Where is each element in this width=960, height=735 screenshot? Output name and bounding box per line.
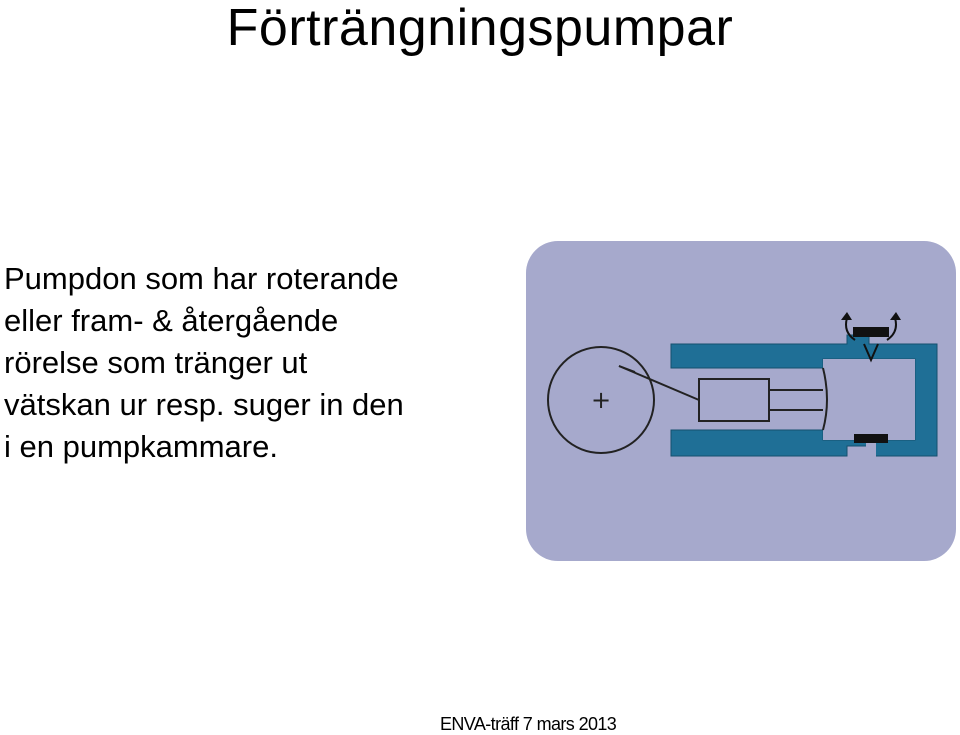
discharge-valve (853, 327, 889, 337)
crank-arm (618, 365, 636, 373)
discharge-arrow-left (845, 317, 856, 341)
crosshead (698, 378, 770, 422)
body-line: eller fram- & återgående (4, 303, 339, 338)
crank-wheel (547, 346, 655, 454)
discharge-valve-guide (863, 343, 879, 363)
discharge-arrow-right (886, 317, 897, 341)
discharge-arrow-right-head (890, 312, 901, 320)
suction-valve (854, 434, 888, 443)
piston (822, 367, 828, 431)
footer-text: ENVA-träff 7 mars 2013 (440, 714, 617, 734)
pump-chamber (823, 359, 915, 440)
body-line: Pumpdon som har roterande (4, 261, 399, 296)
suction-port (866, 443, 876, 457)
slide-title: Förträngningspumpar (226, 0, 734, 57)
body-text: Pumpdon som har roterande eller fram- & … (4, 258, 504, 468)
pump-diagram: + (526, 241, 956, 561)
body-line: vätskan ur resp. suger in den (4, 387, 404, 422)
discharge-arrow-left-head (841, 312, 852, 320)
center-symbol: + (591, 386, 611, 414)
body-line: rörelse som tränger ut (4, 345, 308, 380)
body-line: i en pumpkammare. (4, 429, 278, 464)
